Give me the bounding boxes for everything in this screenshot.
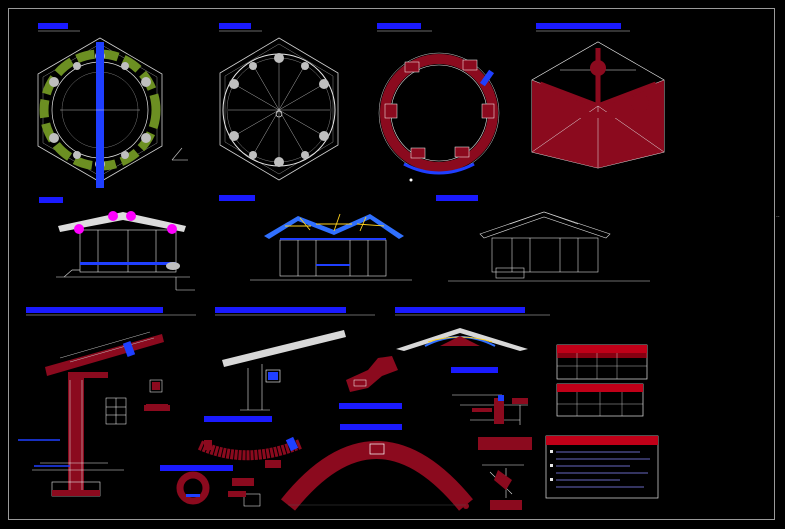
title-bar-detail-7 [160,465,233,471]
plan-3 [378,52,500,182]
title-bar-plan-3 [377,23,421,29]
title-bar-detail-4 [339,403,402,409]
general-notes-box [545,435,659,499]
detail-ring-arc [280,441,473,511]
schedule-tables [556,344,648,417]
detail-ring-segment [176,436,302,507]
title-bar-plan-4 [536,23,621,29]
title-bar-detail-1 [26,307,163,313]
elevation-1 [56,211,195,291]
side-mark: .. [776,212,780,219]
elevation-2 [250,213,412,281]
detail-connector [478,437,532,510]
detail-roof-profile [396,328,528,351]
title-underlines [26,30,630,316]
title-bar-elevation-1 [39,197,63,203]
title-bar-detail-6 [204,416,272,422]
detail-beam-column [18,331,168,497]
title-bars [26,23,621,471]
plan-4 [531,41,665,169]
sheet-border [8,8,775,520]
red-tags [144,405,246,497]
title-bar-detail-2 [215,307,346,313]
title-bar-detail-5 [340,424,402,430]
title-bar-elevation-2 [219,195,255,201]
title-bar-plan-1 [38,23,68,29]
detail-roof-beam [222,330,398,411]
elevation-3 [448,211,650,282]
title-bar-detail-8 [451,367,498,373]
title-bar-plan-2 [219,23,251,29]
title-bar-detail-3 [395,307,525,313]
plan-2 [219,37,339,181]
plan-1 [37,37,188,188]
title-bar-elevation-3 [436,195,478,201]
detail-anchor [452,394,528,425]
